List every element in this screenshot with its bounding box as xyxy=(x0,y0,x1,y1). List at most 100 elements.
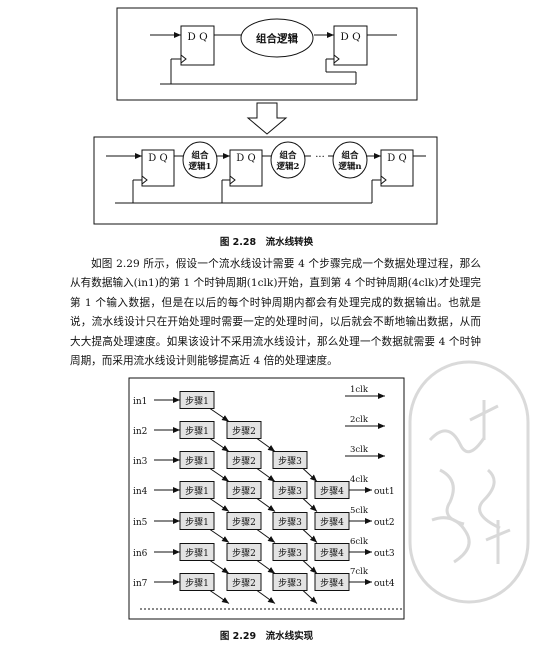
step-box xyxy=(179,421,215,439)
clock-label: 6clk xyxy=(350,537,369,547)
dff-stage-0-label: D Q xyxy=(148,153,167,164)
diagonal-arrow xyxy=(209,529,230,543)
step-label: 步骤4 xyxy=(320,486,344,497)
diagonal-arrow xyxy=(256,498,276,512)
step-label: 步骤3 xyxy=(278,456,302,467)
input-label: in5 xyxy=(133,518,148,528)
diagonal-arrow xyxy=(256,468,276,482)
bottom-panel-frame xyxy=(93,136,438,225)
step-box xyxy=(179,451,215,469)
step-label: 步骤2 xyxy=(232,486,256,497)
step-box xyxy=(272,512,308,530)
diagonal-arrow xyxy=(302,468,318,482)
step-box xyxy=(226,512,262,530)
top-panel-frame xyxy=(116,7,418,101)
step-label: 步骤1 xyxy=(185,548,209,559)
step-box xyxy=(179,481,215,499)
logic-ellipse-1 xyxy=(182,141,218,179)
diagonal-arrow xyxy=(256,560,276,574)
dff-stage-1 xyxy=(229,149,263,187)
step-box xyxy=(179,543,215,561)
ellipsis: ··· xyxy=(315,152,325,163)
body-paragraph: 如图 2.29 所示，假设一个流水线设计需要 4 个步骤完成一个数据处理过程，那… xyxy=(70,258,481,368)
step-label: 步骤1 xyxy=(185,456,209,467)
output-label: out1 xyxy=(374,487,395,497)
step-label: 步骤1 xyxy=(185,517,209,528)
step-label: 步骤3 xyxy=(278,578,302,589)
step-label: 步骤1 xyxy=(185,486,209,497)
step-box xyxy=(272,481,308,499)
output-label: out2 xyxy=(374,518,395,528)
input-label: in6 xyxy=(133,549,148,559)
step-label: 步骤2 xyxy=(232,578,256,589)
input-label: in3 xyxy=(133,457,148,467)
diagonal-arrow xyxy=(209,560,230,574)
step-box xyxy=(179,573,215,591)
step-label: 步骤1 xyxy=(185,578,209,589)
diagonal-arrow xyxy=(209,438,230,452)
logic-1-line2: 逻辑1 xyxy=(188,161,212,172)
fig2-frame xyxy=(128,377,405,620)
step-label: 步骤2 xyxy=(232,426,256,437)
input-label: in7 xyxy=(133,579,148,589)
clock-label: 1clk xyxy=(350,385,369,395)
diagonal-arrow xyxy=(302,498,318,512)
dff-stage-1-label: D Q xyxy=(236,153,255,164)
clock-label: 2clk xyxy=(350,415,369,425)
step-label: 步骤1 xyxy=(185,396,209,407)
logic-label: 组合逻辑 xyxy=(256,32,298,45)
logic-n-line1: 组合 xyxy=(341,150,359,161)
step-label: 步骤3 xyxy=(278,517,302,528)
output-label: out3 xyxy=(374,549,395,559)
logic-2-line1: 组合 xyxy=(279,150,297,161)
step-box xyxy=(226,421,262,439)
logic-ellipse-n xyxy=(332,141,368,179)
diagonal-arrow xyxy=(209,498,230,512)
step-label: 步骤1 xyxy=(185,426,209,437)
dff-left-label: D Q xyxy=(187,31,208,43)
step-label: 步骤2 xyxy=(232,517,256,528)
diagonal-arrow xyxy=(256,590,276,604)
step-box xyxy=(272,573,308,591)
figure-caption-2-28: 图 2.28 流水线转换 xyxy=(219,237,314,248)
step-box xyxy=(272,451,308,469)
diagonal-arrow xyxy=(302,560,318,574)
clock-label: 3clk xyxy=(350,445,369,455)
clock-label: 7clk xyxy=(350,567,369,577)
diagonal-arrow xyxy=(302,590,318,604)
logic-ellipse-2 xyxy=(270,141,306,179)
output-label: out4 xyxy=(374,579,395,589)
step-label: 步骤4 xyxy=(320,517,344,528)
input-label: in2 xyxy=(133,427,147,437)
step-box xyxy=(272,543,308,561)
step-box xyxy=(179,391,215,409)
clock-label: 4clk xyxy=(350,475,369,485)
diagonal-arrow xyxy=(209,590,230,604)
conversion-arrow xyxy=(246,102,288,135)
step-label: 步骤4 xyxy=(320,548,344,559)
input-label: in4 xyxy=(133,487,148,497)
logic-1-line1: 组合 xyxy=(191,150,209,161)
logic-ellipse xyxy=(240,18,314,58)
step-label: 步骤3 xyxy=(278,486,302,497)
dff-right xyxy=(333,25,368,66)
diagonal-arrow xyxy=(302,529,318,543)
step-box xyxy=(226,543,262,561)
dff-left xyxy=(180,25,215,66)
logic-n-line2: 逻辑n xyxy=(337,161,361,172)
step-box xyxy=(179,512,215,530)
diagonal-arrow xyxy=(256,438,276,452)
figure-caption-2-29: 图 2.29 流水线实现 xyxy=(219,631,314,642)
diagonal-arrow xyxy=(256,529,276,543)
step-label: 步骤2 xyxy=(232,456,256,467)
logic-2-line2: 逻辑2 xyxy=(276,161,300,172)
step-box xyxy=(226,451,262,469)
step-label: 步骤4 xyxy=(320,578,344,589)
diagonal-arrow xyxy=(209,408,230,422)
figure-pipeline-conversion: D Q D Q 组合逻辑 D Q D Q D Q 组合 逻辑1 组合 逻辑2 组… xyxy=(93,7,438,225)
step-box xyxy=(226,573,262,591)
dff-stage-n-label: D Q xyxy=(387,153,406,164)
step-label: 步骤2 xyxy=(232,548,256,559)
